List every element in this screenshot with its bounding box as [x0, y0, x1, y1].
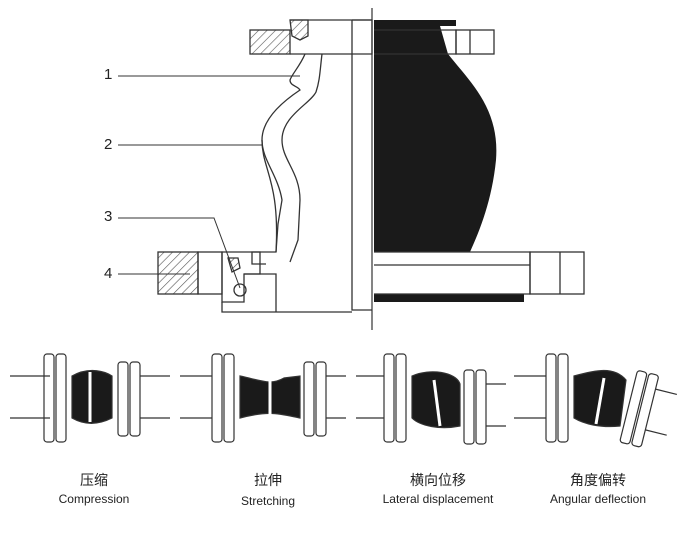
right-flanges: [374, 29, 585, 295]
bottom-flange-gap: [197, 251, 223, 295]
caption-lateral-en: Lateral displacement: [382, 492, 494, 506]
mode-stretching: [180, 353, 346, 443]
mode-compression: [10, 353, 170, 443]
callout-2: 2: [104, 136, 113, 153]
caption-angular-zh: 角度偏转: [570, 473, 626, 489]
caption-stretching-zh: 拉伸: [254, 473, 282, 489]
callout-4: 4: [104, 265, 113, 282]
bottom-flange-body: [221, 251, 261, 303]
rubber-wall-outline: [251, 53, 323, 265]
bottom-base-line: [221, 302, 352, 313]
mode-angular-deflection: [514, 353, 678, 448]
callout-1: 1: [104, 66, 113, 83]
callout-3: 3: [104, 208, 113, 225]
leader-3: [118, 217, 241, 289]
cross-section: [157, 8, 373, 330]
caption-stretching-en: Stretching: [240, 494, 296, 508]
leader-lines: [118, 75, 300, 289]
caption-compression-zh: 压缩: [80, 473, 108, 489]
caption-angular-en: Angular deflection: [549, 492, 647, 506]
caption-lateral-zh: 横向位移: [410, 473, 466, 489]
reinforcing-ring: [233, 283, 247, 297]
shell-inner-edge: [351, 19, 372, 311]
caption-compression-en: Compression: [58, 492, 130, 506]
mode-lateral-displacement: [356, 353, 506, 445]
rubber-body-right: [374, 20, 524, 302]
bottom-flange-left-section: [157, 251, 199, 295]
top-flange-section: [249, 29, 291, 55]
